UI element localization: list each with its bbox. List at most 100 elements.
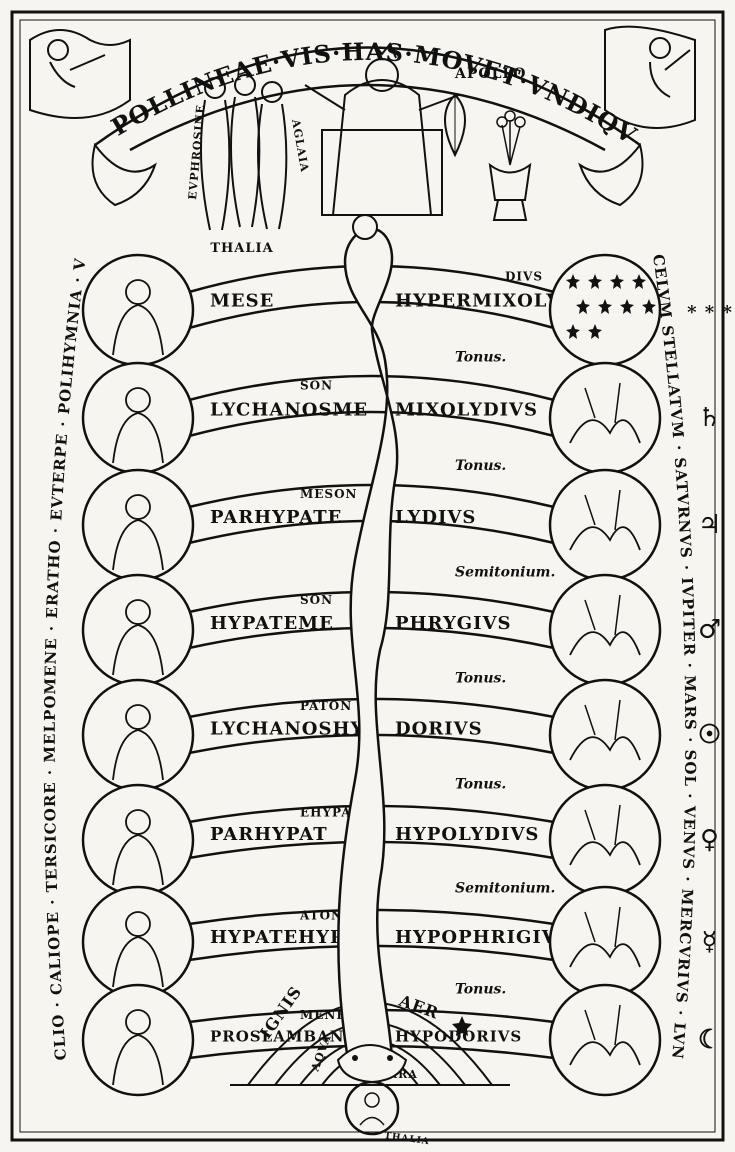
string-band: PARHYPATE MESON LYDIVS Semitonium.	[188, 483, 555, 581]
planet-medallion	[548, 885, 662, 999]
sphere-saturnus: SATVRNVS	[671, 457, 695, 559]
three-graces	[200, 74, 288, 231]
string-mode-label: HYPOPHRIGIVS	[395, 927, 571, 948]
grace-aglaia-label: AGLAIA	[289, 117, 311, 173]
string-mode-label: DORIVS	[395, 719, 483, 740]
planet-symbol-icon: ♃	[698, 510, 722, 540]
star-icon	[566, 274, 580, 289]
sphere-mars: MARS	[681, 675, 699, 731]
serpent-icon	[336, 214, 408, 1084]
muse-medallion	[81, 573, 195, 687]
sphere-sol: SOL	[681, 750, 699, 788]
planet-medallion	[548, 361, 662, 475]
muse-eratho: ERATHO	[43, 539, 64, 619]
string-note-label: PROSLAMBANO	[210, 1028, 359, 1046]
sphere-venus: VENVS	[679, 805, 699, 871]
star-icon	[620, 299, 634, 314]
sphere-iupiter: IVPITER	[678, 577, 699, 657]
earth-medallion	[344, 1080, 400, 1136]
muse-tersicore: TERSICORE	[41, 781, 61, 892]
muse-medallion	[81, 361, 195, 475]
muse-melpomene: MELPOMENE	[41, 637, 61, 763]
string-mode-label: MIXOLYDIVS	[395, 399, 538, 420]
muse-clio: CLIO	[49, 1013, 70, 1061]
cherub-icon	[604, 25, 696, 129]
banner-inner-edge	[129, 83, 606, 152]
muse-medallion	[81, 983, 195, 1097]
planet-medallion	[548, 678, 662, 792]
banner-motto: MENTIS·APOLLINEAE·VIS·HAS·MOVET·VNDIQVE·…	[0, 0, 642, 150]
medallions	[81, 253, 662, 1097]
string-note-superscript: SON	[300, 379, 333, 393]
banner-outer-edge	[94, 46, 641, 147]
muse-caliope: CALIOPE	[44, 911, 66, 996]
interval-step-label: Tonus.	[455, 458, 506, 474]
planet-symbol-icon: * * *	[687, 302, 733, 323]
string-mode-label: HYPODORIVS	[395, 1028, 522, 1046]
string-mode-label: PHRYGIVS	[395, 613, 512, 634]
string-note-label: LYCHANOSHY	[210, 719, 364, 740]
cherub-icon	[29, 29, 131, 119]
vase-icon	[488, 110, 532, 221]
interval-step-label: Semitonium.	[455, 881, 555, 897]
banner-left-scroll	[91, 142, 157, 207]
string-note-superscript: ATON	[299, 909, 343, 923]
string-note-label: HYPATEME	[210, 613, 334, 634]
grace-euphrosine-label: EVPHROSINE	[186, 104, 207, 201]
string-mode-label: LYDIVS	[395, 507, 476, 528]
star-icon	[610, 274, 624, 289]
star-icon	[632, 274, 646, 289]
interval-step-label: Semitonium.	[455, 565, 555, 581]
apollo-label: APOLLO	[454, 66, 526, 82]
star-icon	[598, 299, 612, 314]
planet-symbol-icon: ♀	[700, 825, 720, 855]
inner-frame	[19, 19, 716, 1133]
string-mode-label: HYPOLYDIVS	[395, 824, 539, 845]
string-note-superscript: SON	[300, 593, 333, 607]
string-note-label: PARHYPATE	[210, 507, 342, 528]
planet-symbol-icon: ☉	[698, 720, 722, 750]
grace-thalia-label: THALIA	[210, 241, 273, 256]
lyre-icon	[444, 93, 466, 158]
planet-symbol-icon: ♄	[698, 403, 722, 433]
muse-medallion	[81, 783, 195, 897]
planet-medallion	[548, 783, 662, 897]
interval-step-label: Tonus.	[455, 981, 506, 997]
planet-medallion	[548, 253, 662, 367]
string-band: LYCHANOSME SON MIXOLYDIVS Tonus.	[188, 374, 555, 474]
muse-medallion	[81, 468, 195, 582]
banner-right-scroll	[578, 142, 644, 207]
muse-medallion	[81, 885, 195, 999]
planet-medallion	[548, 468, 662, 582]
element-air-label: AER	[396, 991, 442, 1023]
planet-symbol-icon: ☾	[698, 1025, 722, 1055]
string-note-superscript: PATON	[300, 699, 352, 713]
star-icon	[642, 299, 656, 314]
string-note-superscript: MESON	[300, 487, 358, 501]
star-icon	[566, 324, 580, 339]
star-icon	[576, 299, 590, 314]
string-mode-superscript: DIVS	[505, 269, 543, 283]
outer-frame	[10, 10, 725, 1142]
star-icon	[588, 274, 602, 289]
bottom-thalia-label: THALIA	[384, 1131, 431, 1147]
star-icon	[452, 1016, 472, 1036]
string-note-label: MESE	[210, 291, 274, 312]
planet-medallion	[548, 983, 662, 1097]
interval-step-label: Tonus.	[455, 776, 506, 792]
planet-medallion	[548, 573, 662, 687]
string-note-label: LYCHANOSME	[210, 399, 368, 420]
interval-step-label: Tonus.	[455, 350, 506, 366]
muse-euterpe: EVTERPE	[47, 432, 71, 521]
muse-medallion	[81, 253, 195, 367]
star-icon	[588, 324, 602, 339]
planet-symbol-icon: ♂	[698, 615, 722, 645]
muse-polihymnia: POLIHYMNIA	[55, 288, 86, 415]
sphere-mercurius: MERCVRIVS	[672, 888, 696, 1004]
planet-symbol-icon: ☿	[702, 927, 719, 957]
